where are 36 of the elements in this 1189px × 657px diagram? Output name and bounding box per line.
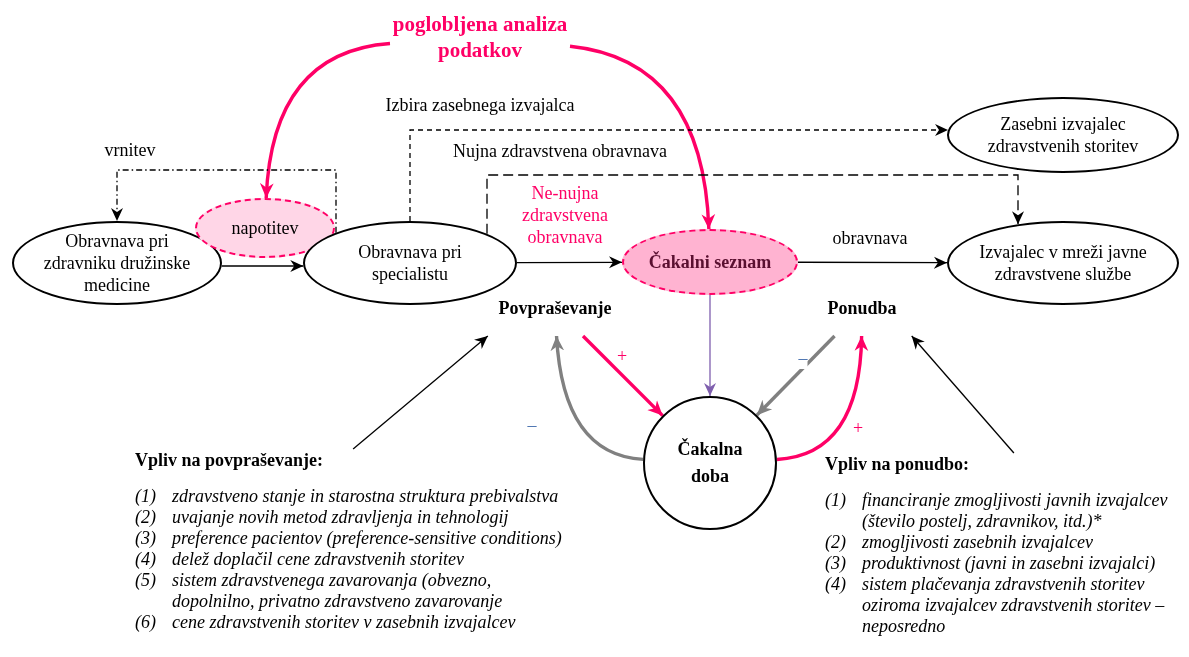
node-text: Zasebni izvajalec zdravstvenih storitev [986, 113, 1140, 157]
list-item: (2) uvajanje novih metod zdravljenja in tehnologij [135, 507, 510, 528]
arrow [516, 256, 623, 269]
list-item: (3) produktivnost (javni in zasebni izvajalci) [825, 553, 1157, 574]
demand-label: Povpraševanje [498, 297, 612, 319]
arrow [911, 335, 1015, 454]
arrow [581, 334, 664, 417]
arrow [486, 174, 1024, 235]
arrow [111, 169, 337, 234]
node-text: Obravnava pri zdravniku družinske medicine [42, 230, 192, 296]
arrow [260, 41, 391, 199]
arrow [221, 260, 304, 272]
list-item: (4) sistem plačevanja zdravstvenih storitev oziroma izvajalcev zdravstvenih storitev – neposredno [825, 574, 1166, 637]
list-item: (3) preference pacientov (preference-sensitive conditions) [135, 528, 563, 549]
node-text: Čakalna doba [676, 437, 744, 488]
arrow [755, 334, 836, 417]
arrow [797, 256, 948, 269]
node-text: napotitev [231, 217, 299, 239]
list-heading: Vpliv na ponudbo: [825, 453, 970, 475]
list-item: (1) zdravstveno stanje in starostna struktura prebivalstva [135, 486, 560, 507]
list-item: (4) delež doplačil cene zdravstvenih storitev [135, 549, 465, 570]
arrow [569, 44, 715, 230]
referral-ellipse [195, 198, 335, 258]
node-text: Izvajalec v mreži javne zdravstvene službe [978, 241, 1148, 285]
node-text: Obravnava pri specialistu [357, 241, 463, 285]
annotation-text: poglobljena analiza podatkov [391, 11, 569, 63]
arrow [409, 124, 949, 222]
list-heading: Vpliv na povpraševanje: [135, 449, 323, 471]
arrow [704, 294, 716, 397]
arrow [550, 335, 644, 462]
list-item: (6) cene zdravstvenih storitev v zasebnih izvajalcev [135, 612, 517, 633]
supply-label: Ponudba [827, 297, 897, 319]
arrow [352, 335, 489, 450]
arrow [776, 335, 868, 462]
list-item: (2) zmogljivosti zasebnih izvajalcev [825, 532, 1094, 553]
node-text: Čakalni seznam [648, 251, 772, 273]
